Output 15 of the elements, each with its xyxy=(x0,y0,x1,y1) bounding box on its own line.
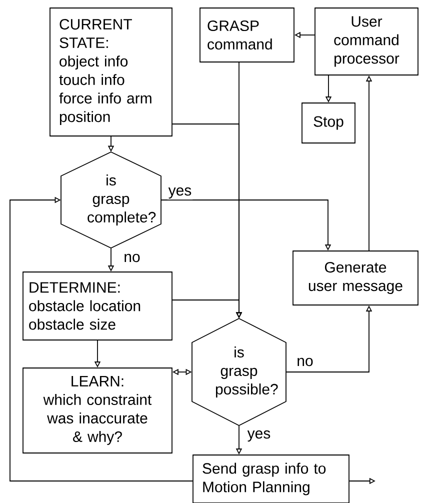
process-box: User command processor xyxy=(314,8,418,76)
process-box: GRASP command xyxy=(200,8,294,62)
edge-label: yes xyxy=(246,429,272,443)
process-box: Generate user message xyxy=(292,250,418,306)
process-box: LEARN: which constraint was inaccurate & why? xyxy=(22,368,172,454)
process-box: Send grasp info to Motion Planning xyxy=(192,454,350,503)
edge-label: no xyxy=(122,252,142,264)
edge-label: no xyxy=(296,356,314,368)
process-box: CURRENT STATE: object info touch info force info arm position xyxy=(50,8,172,136)
process-box: Stop xyxy=(302,102,356,144)
arrow xyxy=(10,196,193,482)
decision-hexagon: is grasp complete? xyxy=(60,152,162,248)
edge-label: yes xyxy=(167,186,193,200)
decision-hexagon: is grasp possible? xyxy=(192,318,286,426)
process-box: DETERMINE: obstacle location obstacle size xyxy=(22,272,172,340)
